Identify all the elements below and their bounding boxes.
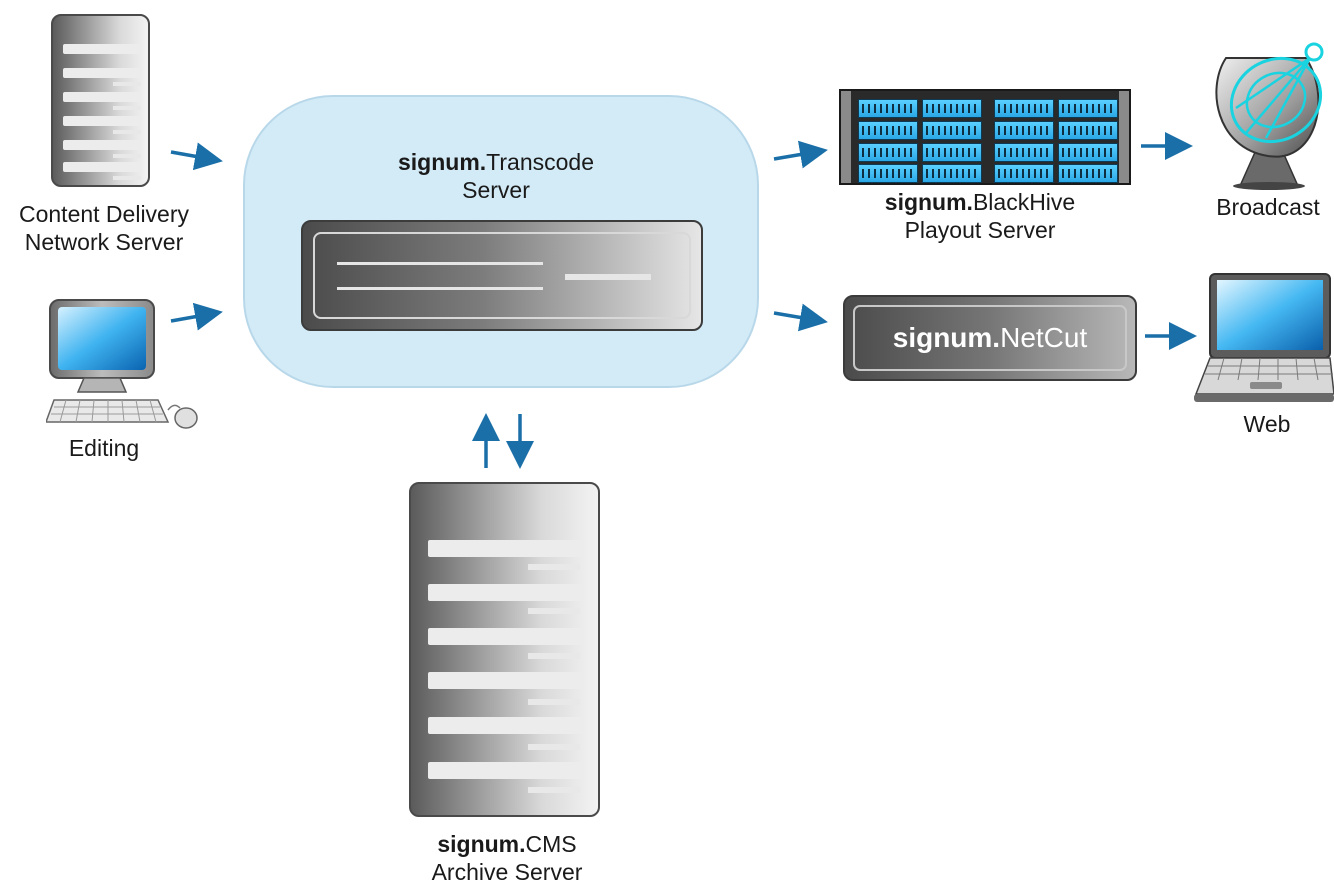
satellite-dish-icon (1215, 42, 1324, 190)
archive-name: CMS (525, 831, 577, 857)
broadcast-label: Broadcast (1216, 194, 1320, 220)
desktop-computer-icon (46, 299, 198, 429)
netcut-box: signum.NetCut (843, 295, 1137, 381)
blackhive-brand: signum. (884, 189, 973, 215)
cdn-label: Content Delivery Network Server (0, 200, 208, 256)
arrow-transcode-to-blackhive (773, 140, 828, 169)
laptop-icon (1194, 273, 1334, 402)
archive-line2: Archive Server (431, 859, 583, 885)
cdn-server-icon (51, 14, 150, 187)
web-label: Web (1243, 411, 1291, 437)
editing-label: Editing (68, 435, 140, 461)
netcut-name: NetCut (1000, 322, 1088, 353)
blackhive-rack-icon (839, 89, 1131, 185)
blackhive-label: signum.BlackHive Playout Server (830, 188, 1130, 244)
transcode-line2: Server (462, 177, 530, 203)
cdn-label-line2: Network Server (24, 229, 184, 255)
blackhive-line2: Playout Server (904, 217, 1056, 243)
archive-brand: signum. (437, 831, 526, 857)
transcode-name: Transcode (486, 149, 594, 175)
archive-server-icon (409, 482, 600, 817)
transcode-label: signum.Transcode Server (346, 148, 646, 204)
arrow-transcode-to-netcut (773, 303, 828, 332)
arrow-editing-to-transcode (170, 302, 223, 331)
blackhive-name: BlackHive (972, 189, 1076, 215)
transcode-brand: signum. (398, 149, 487, 175)
cdn-label-line1: Content Delivery (18, 201, 190, 227)
transcode-rack-icon (301, 220, 703, 331)
netcut-brand: signum. (892, 322, 1001, 353)
arrow-cdn-to-transcode (170, 142, 223, 171)
archive-label: signum.CMS Archive Server (376, 830, 638, 886)
